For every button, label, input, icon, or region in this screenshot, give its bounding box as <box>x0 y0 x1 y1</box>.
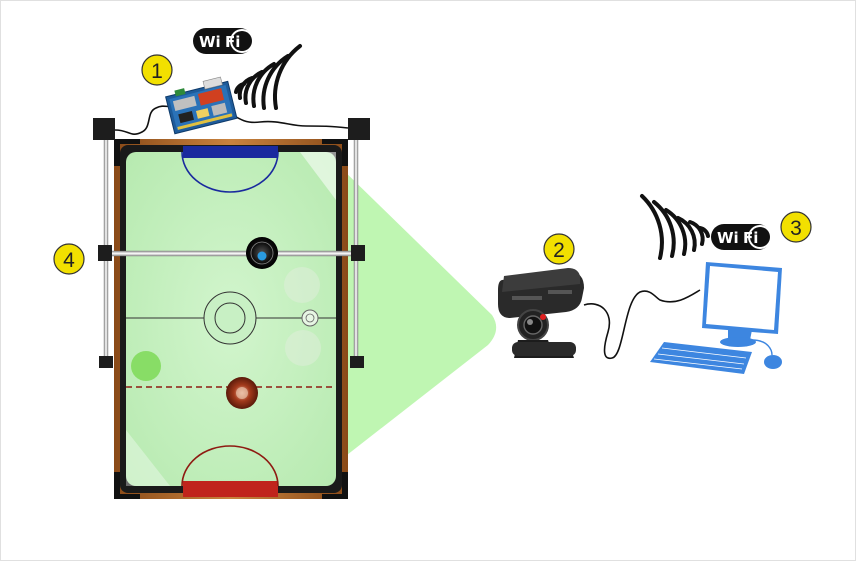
red-goal <box>183 481 278 497</box>
wifi-badge-right-part1: Wi <box>717 229 739 247</box>
mouse <box>764 355 782 369</box>
wifi-badge-left-part2: Fi <box>225 33 240 51</box>
wifi-badge-right-part2: Fi <box>743 229 758 247</box>
marker-3-label: 3 <box>790 217 802 240</box>
rail-block-top-left <box>93 118 115 140</box>
red-goal-arc <box>181 445 279 487</box>
marker-4: 4 <box>53 243 85 275</box>
circuit-board-icon <box>165 76 238 135</box>
keyboard <box>650 342 752 374</box>
air-hockey-table <box>114 139 348 499</box>
center-circle <box>203 291 257 345</box>
rail-block-top-right <box>348 118 370 140</box>
cable-right <box>227 111 349 129</box>
desktop-computer-icon <box>650 262 782 374</box>
camera-cable <box>583 289 701 360</box>
green-ball <box>131 351 161 381</box>
camera-view-cone <box>318 160 497 468</box>
cable-left <box>114 105 177 136</box>
gantry-rails <box>93 118 370 368</box>
wifi-badge-right: Wi Fi <box>711 224 772 250</box>
marker-1-label: 1 <box>151 60 163 83</box>
ghost-puck <box>301 309 319 327</box>
marker-4-label: 4 <box>63 249 75 272</box>
wifi-badge-left-part1: Wi <box>199 33 221 51</box>
blue-goal <box>183 146 278 158</box>
blue-goal-arc <box>181 151 279 193</box>
wifi-badge-left: Wi Fi <box>193 28 254 54</box>
marker-2-label: 2 <box>553 239 565 262</box>
webcam-icon <box>498 268 584 358</box>
marker-2: 2 <box>543 233 575 265</box>
marker-3: 3 <box>780 211 812 243</box>
marker-1: 1 <box>141 54 173 86</box>
wifi-signal-icon-computer <box>640 194 710 260</box>
wifi-signal-icon <box>234 44 302 110</box>
